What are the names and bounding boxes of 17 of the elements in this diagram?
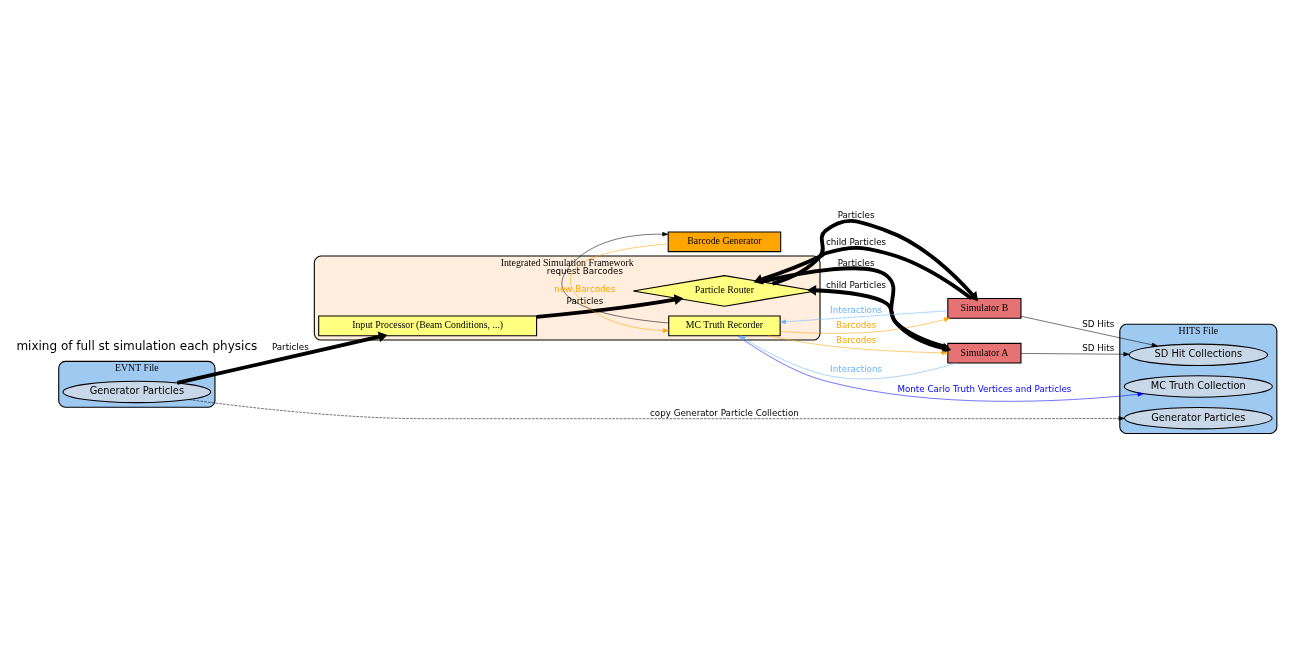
edge-label: Particles xyxy=(271,342,309,353)
edge-label: request Barcodes xyxy=(546,266,624,277)
edge-label: child Particles xyxy=(825,280,887,291)
edge-label: Monte Carlo Truth Vertices and Particles xyxy=(897,383,1072,394)
edge-label: Barcodes xyxy=(835,319,877,330)
edge-label: new Barcodes xyxy=(554,284,616,295)
edge-label: Particles xyxy=(837,210,875,221)
edge-label: Particles xyxy=(566,296,604,307)
edge-label: Particles xyxy=(837,257,875,268)
edge-label: Interactions xyxy=(830,364,882,375)
label: mixing of full st simulation each physics xyxy=(16,339,258,354)
edge-label: copy Generator Particle Collection xyxy=(650,407,799,418)
edge-label: child Particles xyxy=(825,237,887,248)
edge-label: Barcodes xyxy=(835,334,877,345)
edge-label: SD Hits xyxy=(1082,319,1115,330)
edge-label: Interactions xyxy=(830,304,882,315)
edge-label: SD Hits xyxy=(1082,343,1115,354)
